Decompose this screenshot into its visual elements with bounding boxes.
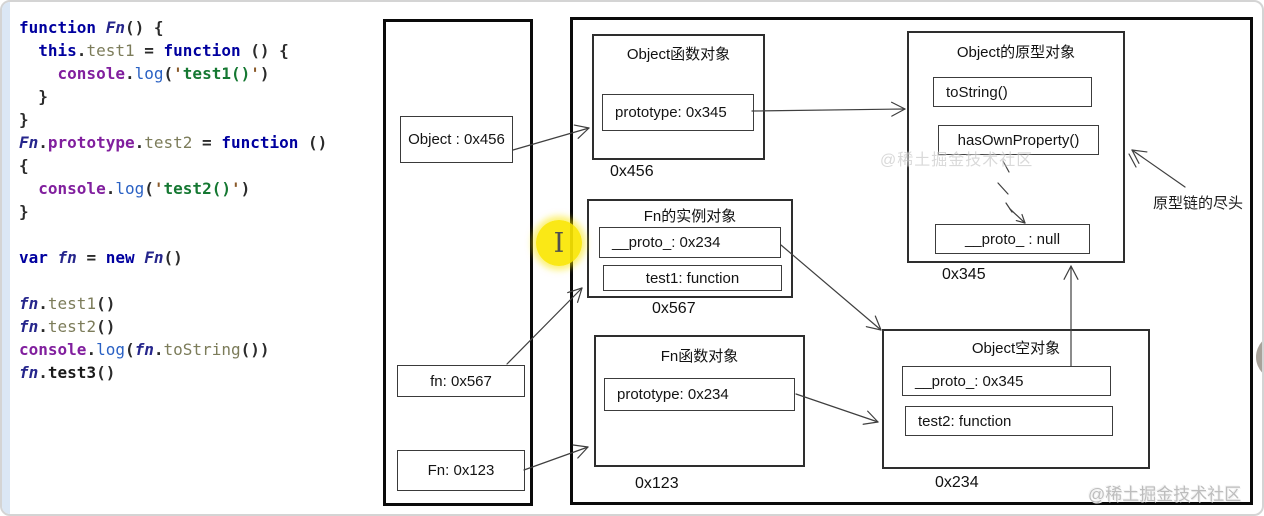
address-0x234: 0x234 [935,474,979,491]
address-0x567: 0x567 [652,300,696,317]
slot-empty-proto: __proto_: 0x345 [902,366,1111,396]
slot-proto-null: __proto_ : null [935,224,1090,254]
code-line [19,223,379,246]
code-line: } [19,202,29,221]
text-cursor-highlight: I [536,220,582,266]
code-line: console.log('test1()') [57,64,270,83]
code-line: fn.test1() [19,294,116,313]
box-object-prototype-title: Object的原型对象 [956,44,1076,61]
box-fn-function-title: Fn函数对象 [660,348,739,365]
address-0x123: 0x123 [635,475,679,492]
code-editor[interactable]: function Fn() { this.test1 = function ()… [19,16,379,384]
code-line: fn.test2() [19,317,116,336]
slot-fn-instance-test1: test1: function [603,265,782,291]
watermark-faint: @稀土掘金技术社区 [880,152,1034,169]
editor-gutter [2,2,10,514]
watermark: @稀土掘金技术社区 [1088,485,1242,504]
code-line: this.test1 = function () { [38,41,289,60]
address-0x456: 0x456 [610,163,654,180]
code-line: } [19,110,29,129]
box-object-function-title: Object函数对象 [626,46,731,63]
code-line [19,269,379,292]
box-object-empty-title: Object空对象 [971,340,1061,357]
stack-frame [383,19,533,506]
code-line: Fn.prototype.test2 = function () [19,133,328,152]
code-line: fn.test3() [19,363,116,382]
code-line: } [19,87,48,106]
stack-item-fn-label: fn: 0x567 [430,372,492,390]
player-button-edge[interactable] [1256,334,1262,380]
code-line: console.log(fn.toString()) [19,340,270,359]
box-object-empty [882,329,1150,469]
slot-hasownproperty: hasOwnProperty() [938,125,1099,155]
stack-item-object: Object : 0x456 [400,116,513,163]
stack-item-Fn-label: Fn: 0x123 [427,462,495,479]
stack-item-Fn: Fn: 0x123 [397,450,525,491]
slot-tostring: toString() [933,77,1092,107]
code-line: { [19,156,29,175]
slot-fn-instance-proto: __proto_: 0x234 [599,227,781,258]
slot-object-prototype: prototype: 0x345 [602,94,754,131]
box-fn-instance-title: Fn的实例对象 [643,208,737,225]
address-0x345: 0x345 [942,266,986,283]
i-beam-cursor-icon: I [553,227,565,259]
stack-item-object-label: Object : 0x456 [408,131,505,148]
code-line: var fn = new Fn() [19,248,183,267]
code-line: function Fn() { [19,18,164,37]
code-line: console.log('test2()') [38,179,251,198]
slot-fn-prototype: prototype: 0x234 [604,378,795,411]
slot-empty-test2: test2: function [905,406,1113,436]
stack-item-fn: fn: 0x567 [397,365,525,397]
prototype-chain-end-label: 原型链的尽头 [1153,195,1244,212]
